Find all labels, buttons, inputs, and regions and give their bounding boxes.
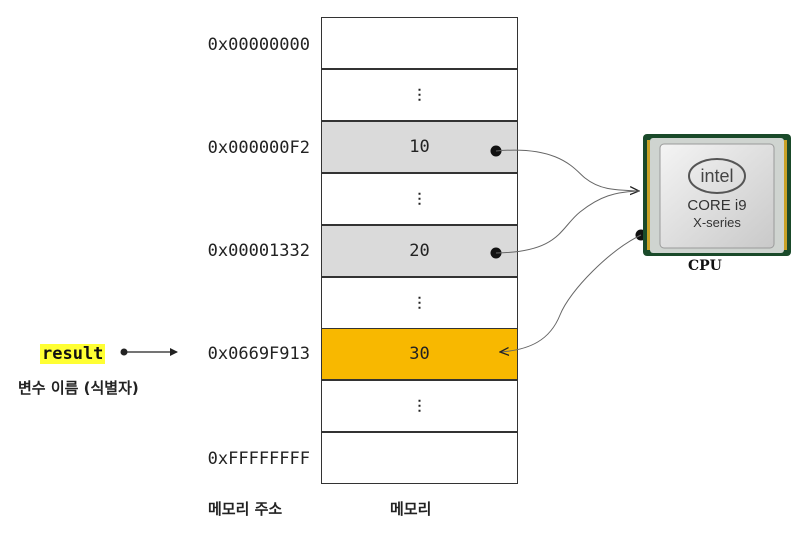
memory-cell-value: 10	[409, 137, 430, 157]
cpu-label: CPU	[688, 258, 722, 274]
variable-caption: 변수 이름 (식별자)	[18, 379, 139, 397]
memory-cell-ellipsis: ⋮	[321, 173, 518, 225]
address-label-6: 0x0669F913	[207, 344, 310, 364]
memory-cell-ellipsis: ⋮	[321, 380, 518, 432]
cpu-line1: CORE i9	[687, 197, 746, 214]
memory-cell-ellipsis: ⋮	[321, 69, 518, 121]
memory-cell-value-20: 20	[321, 225, 518, 277]
memory-cell-0	[321, 17, 518, 69]
cpu-brand: intel	[700, 166, 733, 186]
address-label-8: 0xFFFFFFFF	[207, 449, 310, 469]
arrow-cpu-to-30	[500, 234, 642, 352]
cpu-line2: X-series	[693, 215, 741, 230]
address-label-4: 0x00001332	[207, 241, 310, 261]
vertical-ellipsis-icon: ⋮	[412, 191, 427, 207]
memory-cell-value: 20	[409, 241, 430, 261]
arrow-20-to-cpu	[495, 190, 640, 254]
memory-cell-result: 30	[321, 328, 518, 380]
address-column-caption: 메모리 주소	[208, 500, 283, 518]
memory-cell-ellipsis: ⋮	[321, 277, 518, 329]
vertical-ellipsis-icon: ⋮	[412, 87, 427, 103]
memory-cell-last	[321, 432, 518, 484]
memory-cell-value-10: 10	[321, 121, 518, 173]
variable-name: result	[40, 344, 106, 364]
address-label-2: 0x000000F2	[207, 138, 310, 158]
address-label-0: 0x00000000	[207, 35, 310, 55]
memory-column-caption: 메모리	[390, 500, 432, 518]
cpu-chip-icon: intel CORE i9 X-series	[643, 134, 791, 256]
memory-cell-value: 30	[409, 344, 430, 364]
vertical-ellipsis-icon: ⋮	[412, 398, 427, 414]
vertical-ellipsis-icon: ⋮	[412, 295, 427, 311]
arrow-10-to-cpu	[495, 149, 639, 191]
